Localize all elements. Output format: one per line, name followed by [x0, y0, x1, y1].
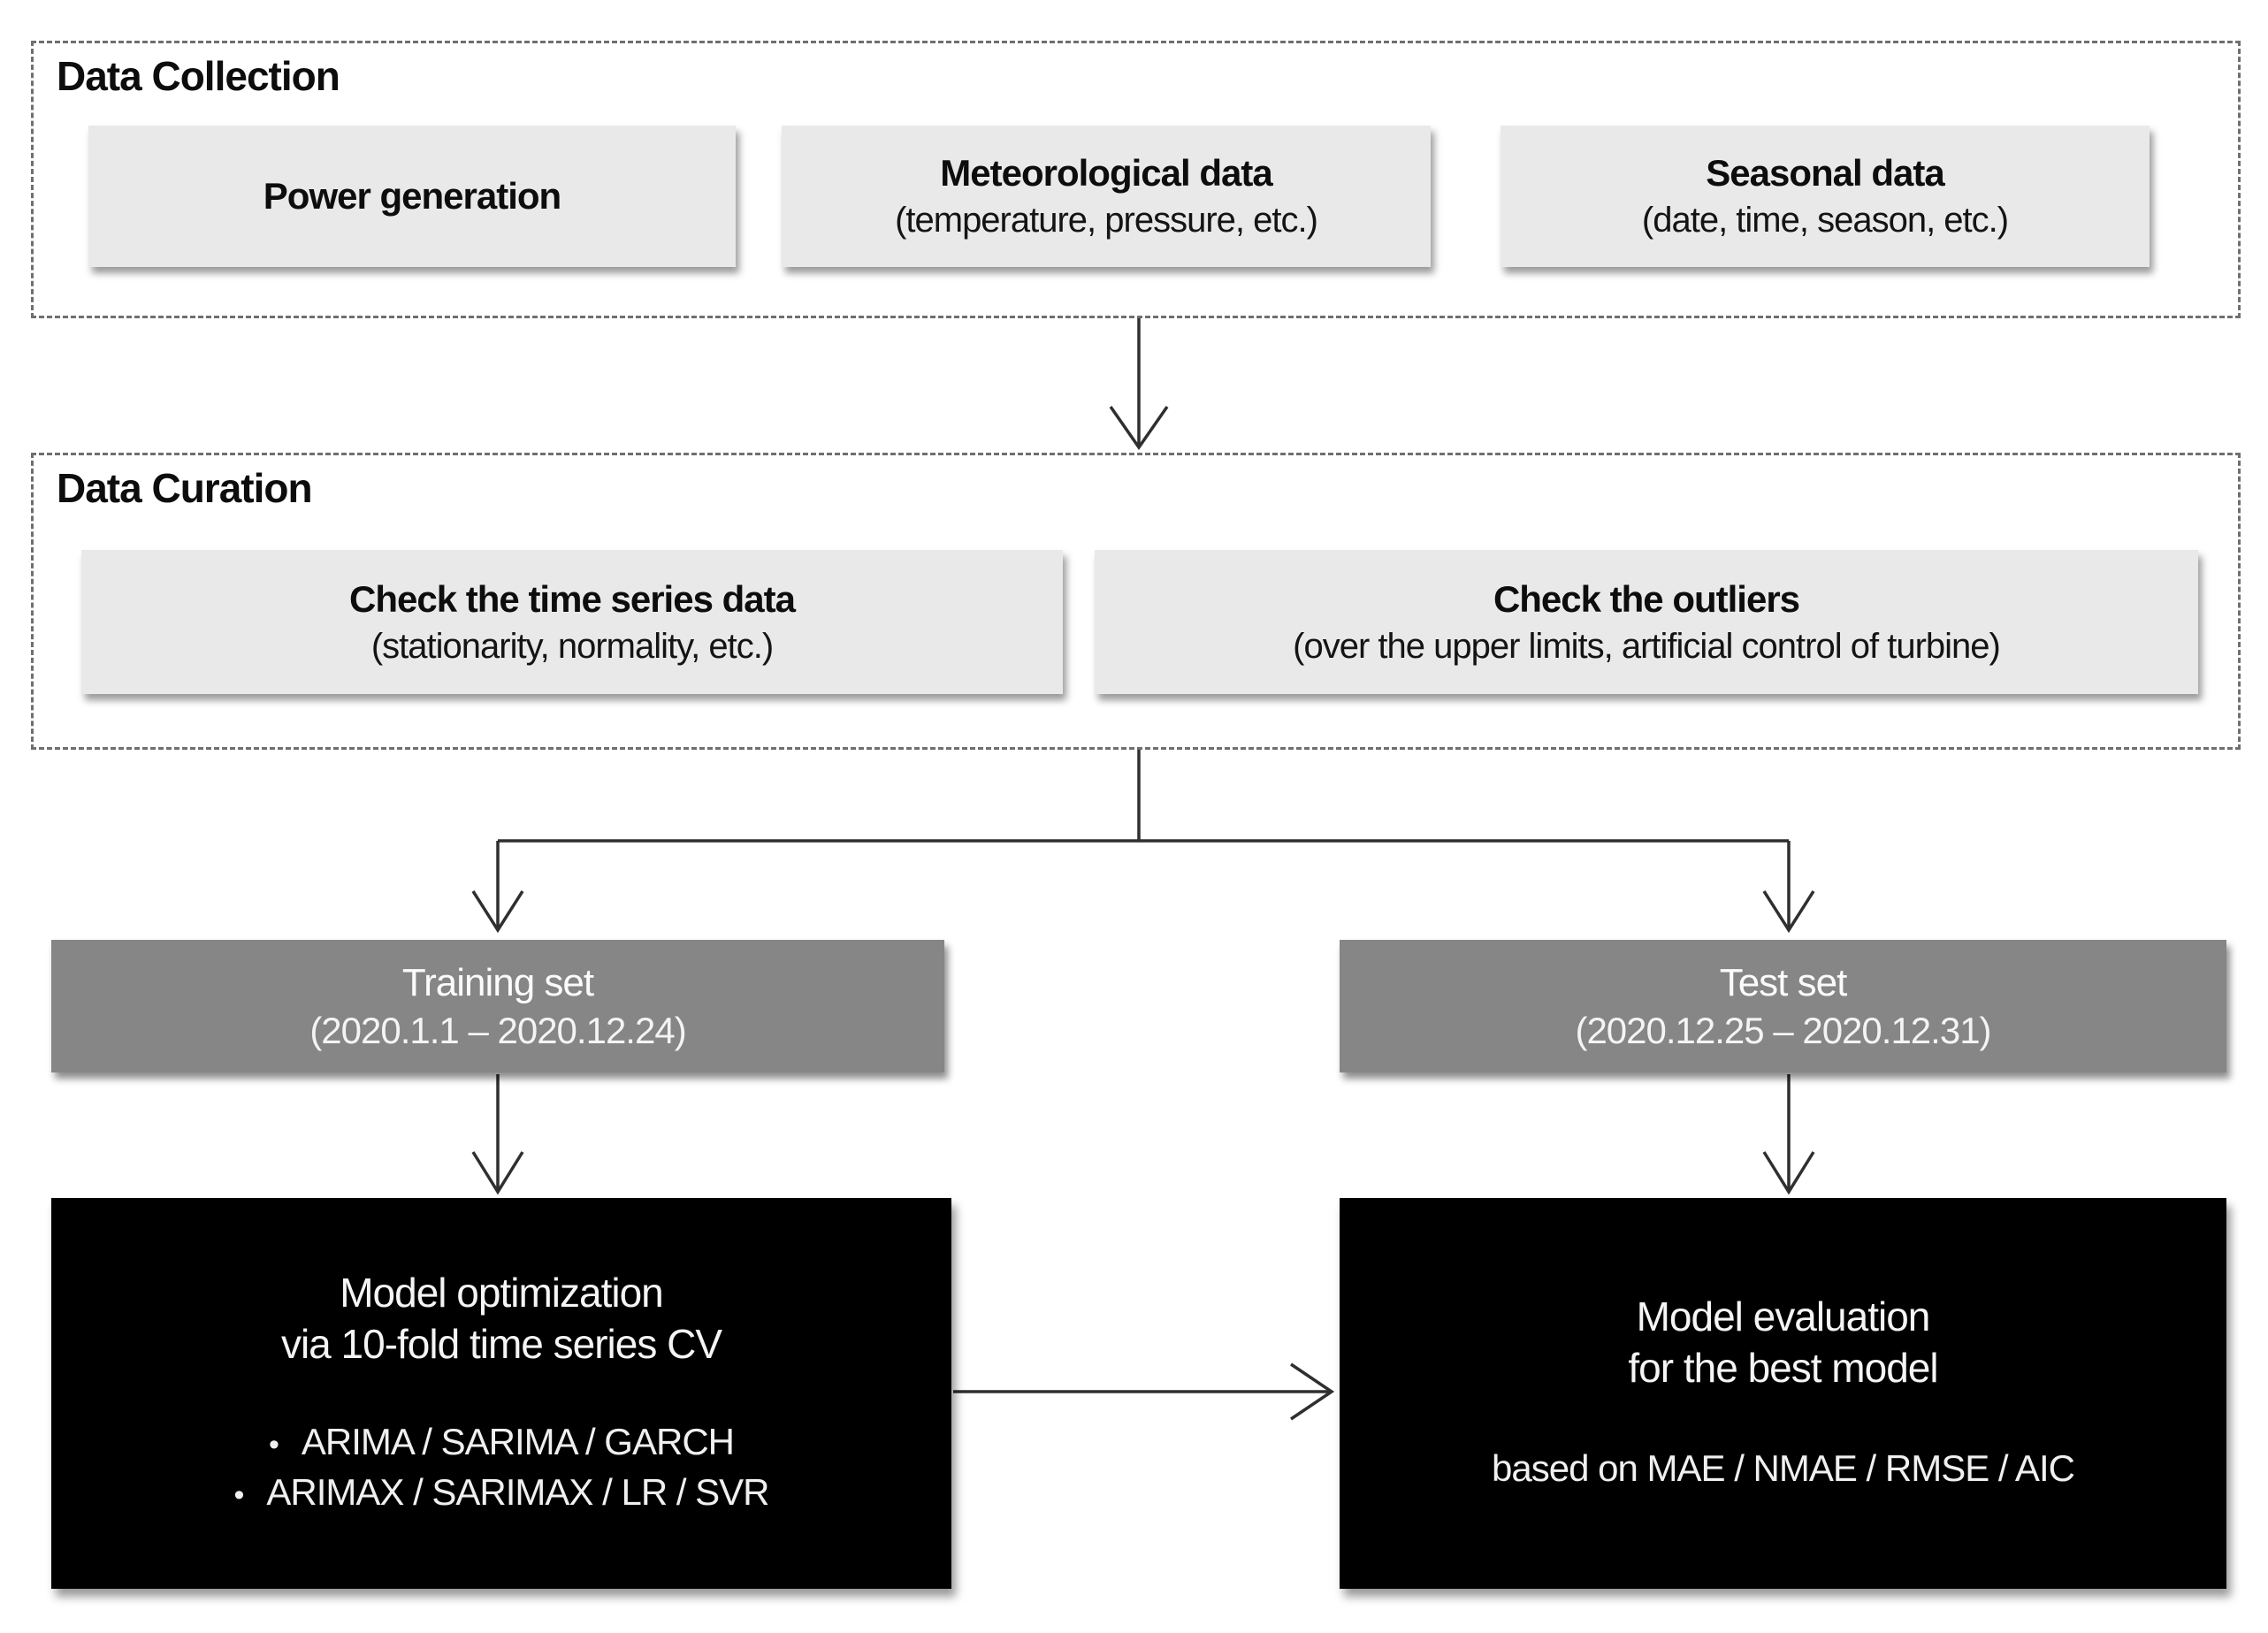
arrowhead-right-icon: [1290, 1362, 1335, 1421]
box-meteorological-data: Meteorological data (temperature, pressu…: [782, 126, 1431, 267]
box-title: Check the time series data: [349, 577, 796, 620]
section-label-data-collection: Data Collection: [57, 53, 340, 99]
box-subtitle: (temperature, pressure, etc.): [895, 201, 1318, 240]
bullet-icon: •: [268, 1428, 279, 1461]
box-subtitle: (over the upper limits, artificial contr…: [1293, 626, 2001, 666]
box-subtitle: based on MAE / NMAE / RMSE / AIC: [1492, 1447, 2075, 1489]
box-title: Check the outliers: [1493, 577, 1800, 620]
section-data-collection: Data Collection: [31, 41, 2241, 318]
box-title-line2: for the best model: [1628, 1345, 1938, 1391]
box-title: Training set: [401, 961, 594, 1004]
arrowhead-down-icon: [1109, 406, 1169, 451]
box-title: Seasonal data: [1706, 152, 1944, 194]
list-item: • ARIMAX / SARIMAX / LR / SVR: [233, 1469, 769, 1519]
box-power-generation: Power generation: [88, 126, 736, 267]
box-title-line1: Model evaluation: [1636, 1293, 1931, 1339]
arrowhead-down-icon: [1762, 890, 1815, 934]
box-check-outliers: Check the outliers (over the upper limit…: [1095, 550, 2198, 694]
bullet-icon: •: [233, 1478, 244, 1512]
box-subtitle: (2020.12.25 – 2020.12.31): [1575, 1010, 1991, 1051]
box-title: Power generation: [263, 175, 561, 217]
section-label-data-curation: Data Curation: [57, 465, 313, 511]
arrowhead-down-icon: [1762, 1151, 1815, 1195]
box-title: Test set: [1719, 961, 1848, 1004]
connector-branch: [496, 747, 1791, 928]
section-data-curation: Data Curation: [31, 453, 2241, 750]
list-item-label: ARIMAX / SARIMAX / LR / SVR: [266, 1471, 769, 1513]
list-item: • ARIMA / SARIMA / GARCH: [233, 1418, 768, 1469]
box-subtitle: (2020.1.1 – 2020.12.24): [309, 1010, 686, 1051]
box-title-line1: Model optimization: [340, 1270, 664, 1316]
arrowhead-down-icon: [471, 890, 524, 934]
box-title: Meteorological data: [940, 152, 1272, 194]
box-subtitle: (stationarity, normality, etc.): [370, 626, 774, 666]
box-model-optimization: Model optimization via 10-fold time seri…: [51, 1198, 951, 1589]
box-model-evaluation: Model evaluation for the best model base…: [1340, 1198, 2226, 1589]
box-subtitle: (date, time, season, etc.): [1641, 201, 2009, 240]
box-title-line2: via 10-fold time series CV: [280, 1321, 722, 1367]
box-test-set: Test set (2020.12.25 – 2020.12.31): [1340, 940, 2226, 1072]
box-check-time-series: Check the time series data (stationarity…: [81, 550, 1063, 694]
arrowhead-down-icon: [471, 1151, 524, 1195]
list-item-label: ARIMA / SARIMA / GARCH: [301, 1421, 735, 1462]
model-bullet-list: • ARIMA / SARIMA / GARCH • ARIMAX / SARI…: [233, 1418, 769, 1519]
box-seasonal-data: Seasonal data (date, time, season, etc.): [1501, 126, 2150, 267]
box-training-set: Training set (2020.1.1 – 2020.12.24): [51, 940, 944, 1072]
